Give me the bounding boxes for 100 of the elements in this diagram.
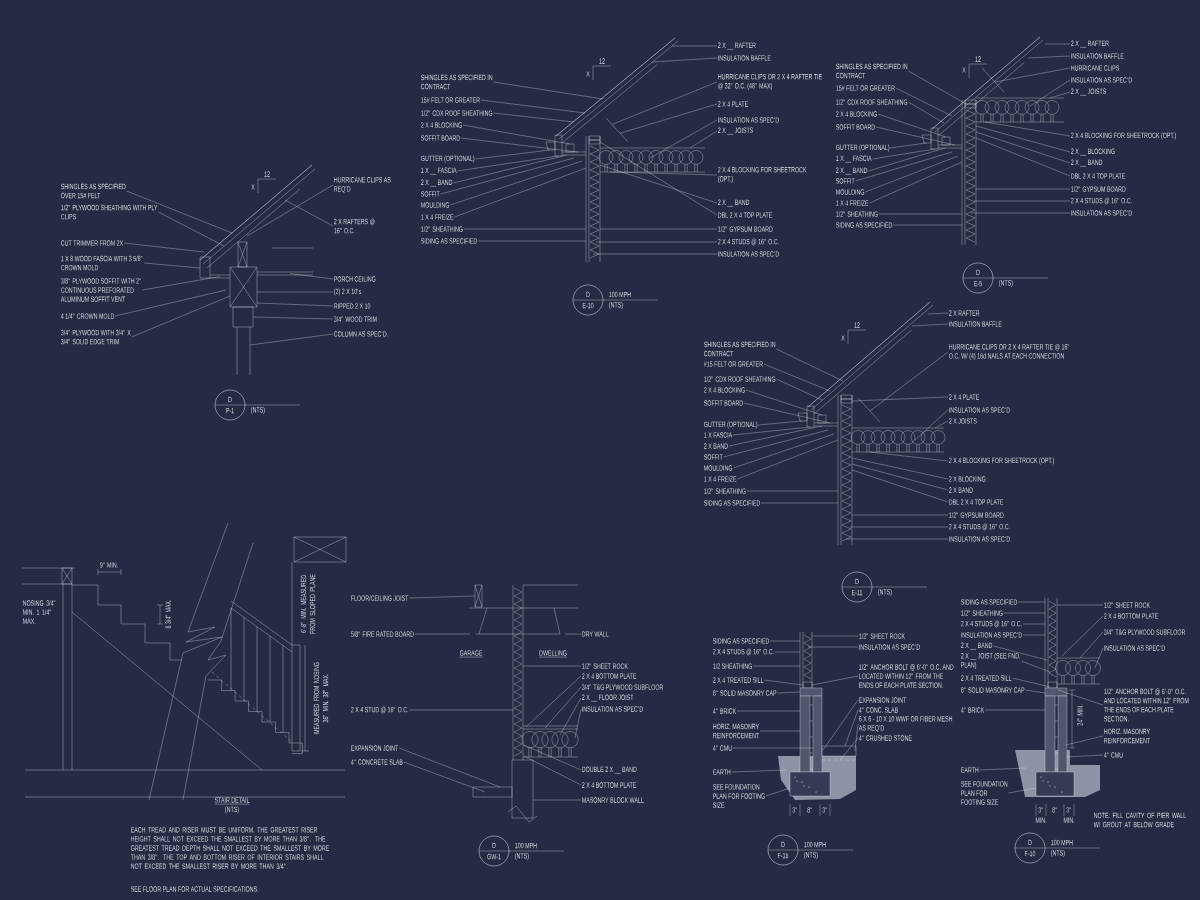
eave-section-drawing bbox=[921, 36, 1065, 246]
leader-line bbox=[1057, 689, 1104, 706]
leader-line bbox=[523, 744, 582, 771]
leader-line bbox=[651, 57, 718, 63]
leader-line bbox=[765, 787, 791, 797]
leader-line bbox=[927, 312, 949, 315]
leader-line bbox=[869, 351, 949, 412]
leader-line bbox=[525, 675, 582, 728]
leader-line bbox=[737, 439, 839, 480]
leader-line bbox=[1065, 754, 1104, 758]
leader-line bbox=[457, 155, 559, 172]
leader-line bbox=[142, 276, 221, 291]
leader-line bbox=[869, 451, 949, 462]
leader-line bbox=[851, 457, 949, 480]
leader-line bbox=[1061, 615, 1104, 657]
leader-line bbox=[289, 273, 334, 280]
leader-line bbox=[574, 708, 582, 739]
leader-line bbox=[460, 137, 579, 153]
leader-line bbox=[252, 316, 334, 320]
leader-line bbox=[975, 125, 1071, 153]
leader-line bbox=[758, 420, 803, 426]
leader-line bbox=[559, 697, 582, 736]
leader-line bbox=[908, 70, 967, 105]
leader-line bbox=[975, 137, 1071, 177]
foundation-section-drawing bbox=[778, 631, 857, 817]
leader-line bbox=[994, 67, 1071, 83]
leader-line bbox=[523, 755, 582, 786]
leader-line bbox=[462, 124, 571, 145]
leader-line bbox=[777, 691, 801, 694]
leader-line bbox=[143, 262, 201, 269]
leader-line bbox=[811, 675, 859, 686]
porch-eave-drawing bbox=[199, 164, 316, 376]
eave-section-drawing bbox=[797, 301, 946, 546]
leader-line bbox=[854, 723, 859, 752]
leader-line bbox=[975, 131, 1071, 164]
leader-line bbox=[776, 378, 823, 401]
leader-line bbox=[776, 348, 844, 382]
leader-line bbox=[126, 190, 233, 234]
leader-line bbox=[914, 409, 949, 441]
leader-line bbox=[475, 149, 551, 160]
leader-line bbox=[872, 148, 936, 160]
leader-line bbox=[855, 151, 953, 182]
leader-line bbox=[728, 425, 823, 447]
leader-line bbox=[1025, 689, 1046, 694]
leader-line bbox=[745, 389, 823, 416]
leader-line bbox=[158, 211, 225, 247]
leader-line bbox=[409, 595, 476, 599]
leader-line bbox=[403, 761, 486, 793]
leader-line bbox=[284, 199, 334, 227]
leader-line bbox=[890, 142, 927, 149]
leader-line bbox=[249, 333, 334, 346]
leader-line bbox=[851, 463, 949, 491]
leader-line bbox=[764, 679, 804, 686]
leader-line bbox=[123, 242, 205, 253]
leader-line bbox=[649, 119, 718, 159]
leader-line bbox=[723, 429, 829, 458]
leader-line bbox=[911, 323, 949, 327]
leader-line bbox=[1012, 677, 1051, 688]
leader-line bbox=[689, 130, 718, 149]
leader-line bbox=[865, 155, 959, 193]
leader-line bbox=[599, 141, 718, 216]
leader-line bbox=[1079, 631, 1104, 659]
leader-line bbox=[1094, 647, 1104, 669]
leader-line bbox=[851, 469, 949, 503]
leader-line bbox=[1027, 55, 1071, 59]
leader-line bbox=[453, 154, 568, 184]
leader-line bbox=[440, 157, 575, 195]
leader-line bbox=[256, 302, 334, 307]
leader-line bbox=[493, 112, 575, 123]
leader-line bbox=[844, 709, 859, 747]
leader-line bbox=[1008, 787, 1037, 794]
leader-line bbox=[1065, 735, 1104, 746]
leader-line bbox=[611, 81, 718, 125]
leader-line bbox=[839, 737, 859, 761]
leader-line bbox=[544, 686, 582, 729]
leader-line bbox=[480, 99, 586, 114]
leader-line bbox=[869, 161, 963, 204]
leader-line bbox=[731, 769, 787, 773]
leader-line bbox=[619, 103, 718, 134]
leader-line bbox=[1029, 79, 1071, 107]
leader-line bbox=[993, 645, 1048, 661]
leader-line bbox=[763, 363, 831, 392]
leader-line bbox=[733, 433, 835, 469]
leader-line bbox=[822, 699, 859, 751]
leader-line bbox=[875, 126, 956, 146]
leader-line bbox=[851, 396, 949, 402]
leader-line bbox=[934, 420, 949, 429]
leader-line bbox=[732, 426, 811, 436]
eave-section-drawing bbox=[545, 37, 706, 263]
leader-line bbox=[984, 121, 1071, 137]
leader-line bbox=[450, 160, 583, 206]
leader-line bbox=[398, 747, 501, 788]
leader-line bbox=[599, 164, 718, 204]
leader-line bbox=[609, 171, 718, 176]
leader-line bbox=[1021, 660, 1051, 673]
leader-line bbox=[743, 402, 831, 424]
leader-line bbox=[908, 101, 945, 124]
leader-line bbox=[493, 81, 604, 100]
leader-line bbox=[979, 767, 1027, 771]
leader-line bbox=[868, 147, 946, 172]
